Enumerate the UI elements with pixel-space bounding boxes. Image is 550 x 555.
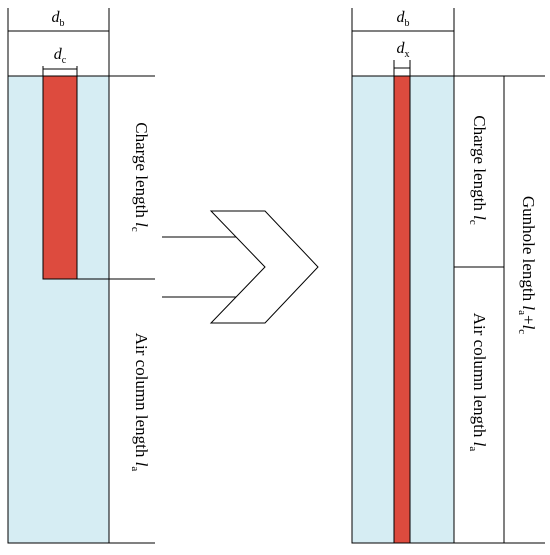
right-db-label: db bbox=[397, 9, 410, 29]
right-air-column-label: Air column length la bbox=[467, 313, 489, 452]
left-air-column-label: Air column length la bbox=[129, 333, 151, 472]
left-db-label: db bbox=[52, 9, 65, 29]
right-charge bbox=[393, 75, 411, 544]
right-gunhole-length-label: Gunhole length la+lc bbox=[516, 196, 538, 335]
left-panel: db dc Charge length lc Air column length… bbox=[7, 8, 155, 544]
arrow-chevron bbox=[209, 210, 319, 324]
right-dx-label: dx bbox=[397, 40, 410, 60]
right-panel: db dx Charge length lc Air column length… bbox=[351, 8, 545, 544]
right-charge-length-label: Charge length lc bbox=[467, 115, 489, 225]
left-charge-length-label: Charge length lc bbox=[129, 122, 151, 232]
left-charge bbox=[42, 75, 78, 280]
transition-arrow bbox=[162, 210, 319, 324]
left-dc-label: dc bbox=[54, 46, 67, 66]
